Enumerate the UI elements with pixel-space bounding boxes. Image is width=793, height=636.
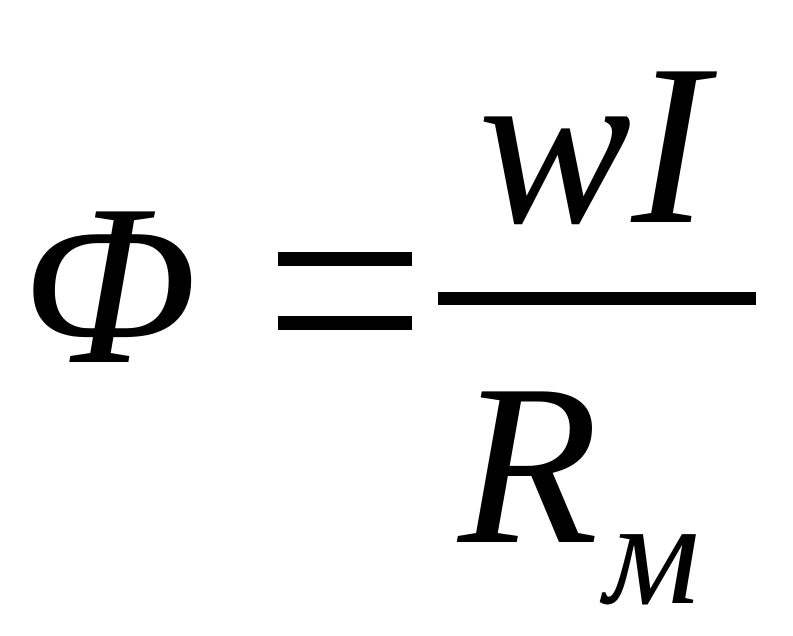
denominator-subscript: м — [604, 470, 700, 636]
equals-bar-bottom — [278, 316, 412, 330]
fraction-numerator: wI — [478, 17, 708, 272]
fraction-bar — [438, 292, 756, 305]
flux-symbol: Φ — [22, 157, 198, 412]
equals-bar-top — [278, 252, 412, 266]
fraction-denominator: R — [458, 337, 599, 592]
equals-sign — [278, 252, 412, 330]
